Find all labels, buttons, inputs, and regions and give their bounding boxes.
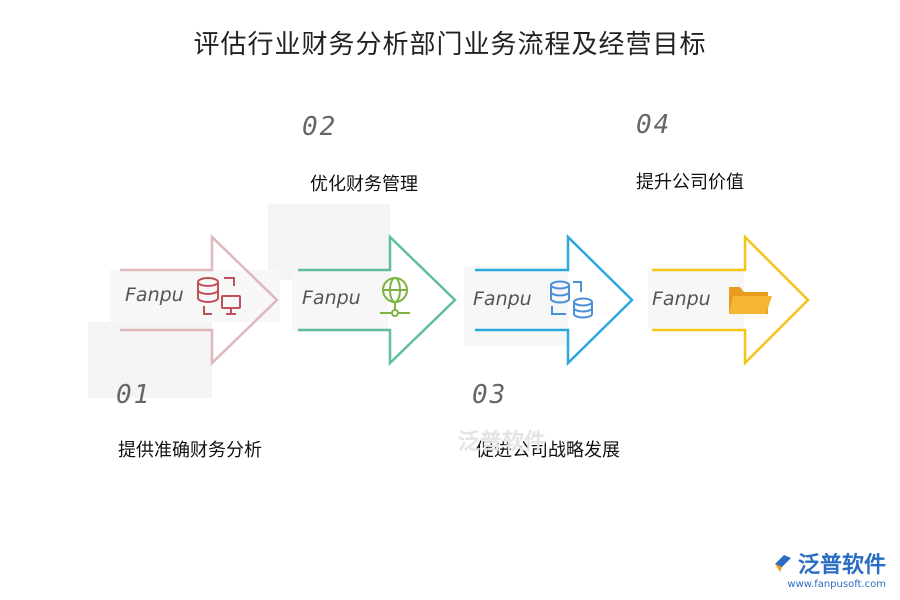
- ghost-block: [110, 270, 280, 322]
- step-1-arrow: [120, 234, 279, 366]
- step-2-arrow: [298, 234, 457, 366]
- network-globe-icon: [380, 277, 410, 317]
- step-4-tag: Fanpu: [652, 288, 711, 310]
- ghost-block: [88, 322, 212, 398]
- step-4-arrow: [652, 233, 810, 367]
- step-2-number: 02: [302, 112, 338, 142]
- step-1-number: 01: [116, 380, 152, 410]
- database-sync-icon: [550, 280, 593, 319]
- step-3-arrow: [475, 234, 634, 366]
- brand-name: 泛普软件: [797, 553, 886, 578]
- step-1-label: 提供准确财务分析: [118, 440, 262, 461]
- step-1-tag: Fanpu: [125, 284, 184, 306]
- page-title: 评估行业财务分析部门业务流程及经营目标: [193, 30, 707, 60]
- step-3-tag: Fanpu: [473, 288, 532, 310]
- ghost-block: [648, 268, 744, 328]
- watermark-text: 泛普软件: [458, 430, 547, 455]
- ghost-block: [292, 270, 388, 332]
- step-2-label: 优化财务管理: [310, 174, 418, 195]
- step-4-number: 04: [636, 110, 672, 140]
- step-4-label: 提升公司价值: [636, 172, 744, 193]
- step-2-tag: Fanpu: [302, 287, 361, 309]
- step-3-number: 03: [472, 380, 508, 410]
- brand-logo-icon: [774, 555, 791, 572]
- step-3-label: 促进公司战略发展: [476, 440, 620, 461]
- folder-icon: [729, 287, 772, 314]
- ghost-block: [464, 266, 568, 346]
- brand-url: www.fanpusoft.com: [787, 579, 886, 590]
- brand-logo: 泛普软件 www.fanpusoft.com: [772, 547, 886, 590]
- ghost-block: [268, 204, 390, 280]
- database-computer-icon: [197, 277, 241, 315]
